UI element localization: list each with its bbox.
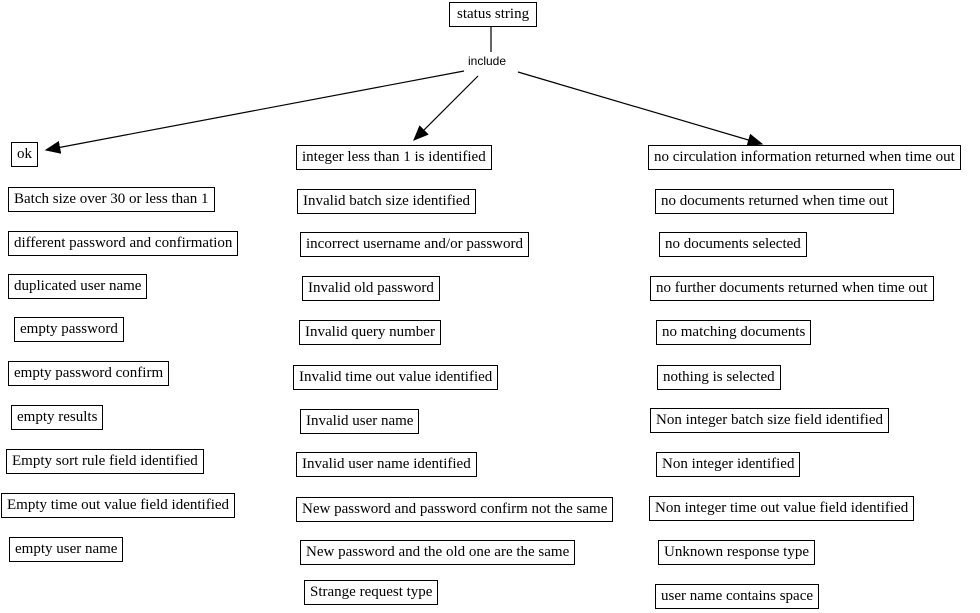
node-invalid-user-name: Invalid user name [300,409,420,434]
node-new-password-confirm-not-same: New password and password confirm not th… [296,497,614,522]
edge-label-include: include [468,54,507,68]
node-invalid-user-name-identified: Invalid user name identified [296,452,477,477]
node-duplicated-user-name: duplicated user name [8,274,148,299]
node-new-password-old-same: New password and the old one are the sam… [300,540,576,565]
node-no-documents-returned: no documents returned when time out [655,189,895,214]
node-empty-sort-rule-field: Empty sort rule field identified [6,449,204,474]
node-no-circulation-information: no circulation information returned when… [648,145,961,170]
node-no-documents-selected: no documents selected [659,232,807,257]
node-non-integer-time-out-value: Non integer time out value field identif… [649,496,915,521]
include-to-middle-arrow [413,75,479,141]
node-no-further-documents: no further documents returned when time … [650,276,934,301]
include-to-right-arrow [517,71,764,147]
node-different-password-confirmation: different password and confirmation [8,231,239,256]
node-user-name-contains-space: user name contains space [655,584,820,609]
node-nothing-is-selected: nothing is selected [657,365,781,390]
node-integer-less-than-1: integer less than 1 is identified [296,145,492,170]
node-batch-size-over-30: Batch size over 30 or less than 1 [8,187,215,212]
node-invalid-time-out-value: Invalid time out value identified [293,365,499,390]
node-empty-results: empty results [11,405,104,430]
root-node-status-string: status string [449,2,538,27]
node-ok: ok [11,142,38,167]
node-strange-request-type: Strange request type [304,580,439,605]
node-empty-password: empty password [14,317,124,342]
node-empty-password-confirm: empty password confirm [8,361,170,386]
node-empty-user-name: empty user name [9,537,124,562]
node-no-matching-documents: no matching documents [656,320,812,345]
node-non-integer-identified: Non integer identified [656,452,801,477]
node-incorrect-username-password: incorrect username and/or password [300,232,530,257]
node-unknown-response-type: Unknown response type [658,540,815,565]
node-invalid-old-password: Invalid old password [302,276,440,301]
node-non-integer-batch-size: Non integer batch size field identified [650,408,889,433]
include-to-left-arrow [44,70,465,154]
node-invalid-batch-size: Invalid batch size identified [297,189,477,214]
node-empty-time-out-value-field: Empty time out value field identified [1,493,236,518]
node-invalid-query-number: Invalid query number [299,320,441,345]
